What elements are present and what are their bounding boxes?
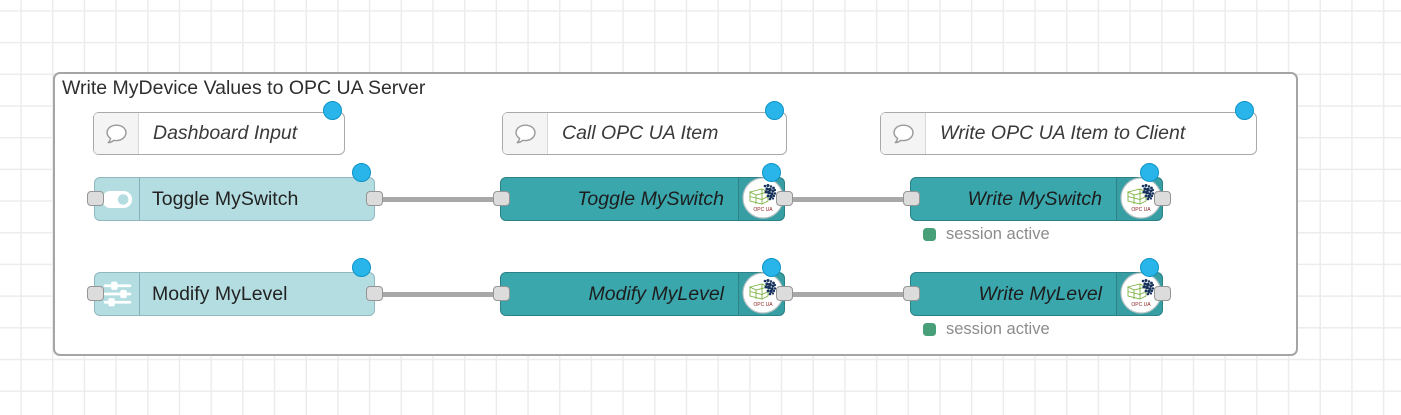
node-status: session active	[923, 225, 1050, 244]
status-ok-dot	[923, 323, 936, 336]
opcua-badge-icon: OPC UA	[742, 177, 784, 219]
ui-slider-node[interactable]: Modify MyLevel	[86, 258, 383, 316]
wire[interactable]	[785, 291, 912, 297]
toggle-switch-icon	[95, 178, 140, 220]
opcua-write-node-write-myswitch[interactable]: Write MySwitch OPC UA	[902, 163, 1171, 221]
input-port[interactable]	[492, 190, 510, 206]
output-port[interactable]	[365, 190, 383, 206]
changed-badge	[322, 101, 342, 120]
status-ok-dot	[923, 228, 936, 241]
opcua-write-node-write-mylevel[interactable]: Write MyLevel OPC UA	[902, 258, 1171, 316]
group-label: Write MyDevice Values to OPC UA Server	[62, 77, 426, 99]
changed-badge	[1140, 163, 1159, 182]
input-port[interactable]	[492, 285, 510, 301]
svg-text:OPC UA: OPC UA	[753, 302, 773, 308]
node-label: Write MySwitch	[967, 187, 1102, 210]
changed-badge	[1140, 258, 1159, 277]
node-label: Modify MyLevel	[152, 282, 288, 305]
status-text: session active	[946, 320, 1050, 338]
output-port[interactable]	[775, 285, 793, 301]
changed-badge	[764, 101, 784, 120]
changed-badge	[762, 163, 781, 182]
output-port[interactable]	[775, 190, 793, 206]
comment-icon	[881, 113, 926, 154]
comment-node-write-opcua-item[interactable]: Write OPC UA Item to Client	[880, 101, 1257, 155]
comment-icon	[94, 113, 139, 154]
comment-label: Call OPC UA Item	[562, 122, 719, 144]
changed-badge	[1234, 101, 1254, 120]
opcua-badge-icon: OPC UA	[1120, 272, 1162, 314]
comment-node-call-opcua-item[interactable]: Call OPC UA Item	[502, 101, 787, 155]
node-label: Modify MyLevel	[588, 282, 724, 305]
wire[interactable]	[375, 291, 502, 297]
wire[interactable]	[785, 196, 912, 202]
wire[interactable]	[375, 196, 502, 202]
svg-text:OPC UA: OPC UA	[1131, 207, 1151, 213]
changed-badge	[352, 258, 371, 277]
sliders-icon	[95, 273, 140, 315]
node-status: session active	[923, 320, 1050, 339]
opcua-badge-icon: OPC UA	[742, 272, 784, 314]
ui-switch-node[interactable]: Toggle MySwitch	[86, 163, 383, 221]
node-label: Toggle MySwitch	[577, 187, 724, 210]
output-port[interactable]	[1153, 190, 1171, 206]
output-port[interactable]	[365, 285, 383, 301]
node-label: Toggle MySwitch	[152, 187, 299, 210]
opcua-call-node-toggle-myswitch[interactable]: Toggle MySwitch OPC UA	[492, 163, 793, 221]
node-label: Write MyLevel	[978, 282, 1102, 305]
comment-icon	[503, 113, 548, 154]
status-text: session active	[946, 225, 1050, 243]
comment-node-dashboard-input[interactable]: Dashboard Input	[93, 101, 345, 155]
input-port[interactable]	[86, 190, 104, 206]
opcua-call-node-modify-mylevel[interactable]: Modify MyLevel OPC UA	[492, 258, 793, 316]
input-port[interactable]	[86, 285, 104, 301]
output-port[interactable]	[1153, 285, 1171, 301]
input-port[interactable]	[902, 190, 920, 206]
comment-label: Write OPC UA Item to Client	[940, 122, 1186, 144]
opcua-badge-icon: OPC UA	[1120, 177, 1162, 219]
input-port[interactable]	[902, 285, 920, 301]
changed-badge	[762, 258, 781, 277]
changed-badge	[352, 163, 371, 182]
comment-label: Dashboard Input	[153, 122, 298, 144]
svg-text:OPC UA: OPC UA	[753, 207, 773, 213]
svg-text:OPC UA: OPC UA	[1131, 302, 1151, 308]
